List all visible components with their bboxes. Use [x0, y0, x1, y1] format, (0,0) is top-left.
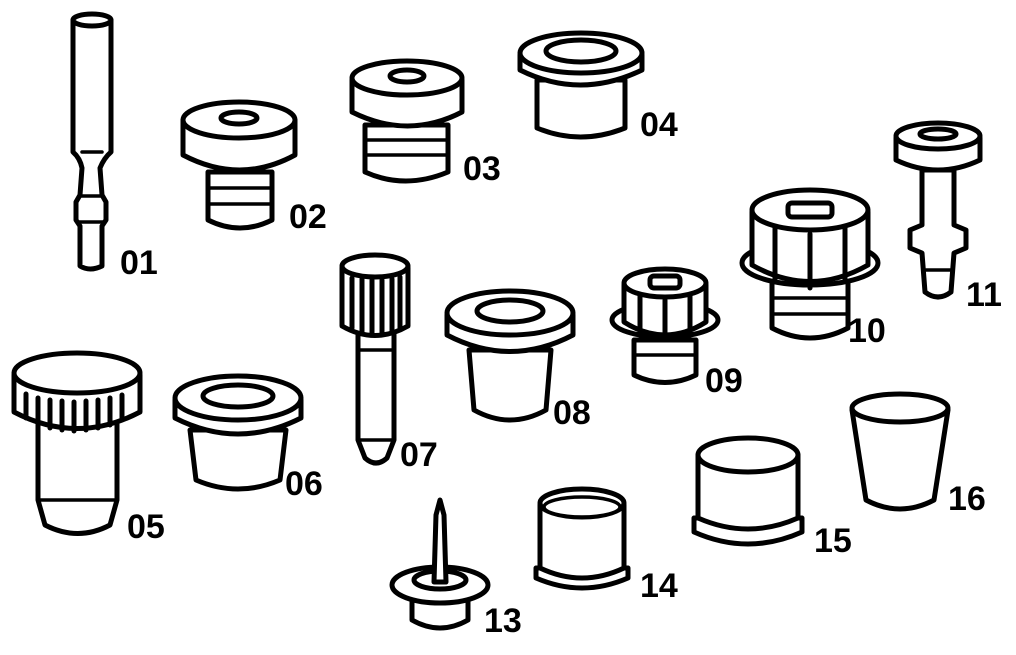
label-04: 04	[640, 106, 678, 144]
label-14: 14	[640, 567, 678, 605]
part-09-hex-adapter	[609, 266, 721, 385]
label-09: 09	[705, 362, 743, 400]
part-04-flanged-sleeve	[517, 30, 645, 140]
part-08-flanged-bushing	[444, 288, 576, 423]
part-05-knurled-cap	[11, 350, 143, 536]
part-03-threaded-plug	[349, 58, 465, 184]
part-07-knurled-pin	[339, 252, 411, 466]
part-10-hex-adapter	[739, 187, 881, 341]
part-13-needle-adapter	[389, 497, 491, 631]
part-15-cup	[691, 435, 805, 547]
label-03: 03	[463, 150, 501, 188]
part-06-flanged-bushing	[172, 373, 304, 492]
label-02: 02	[289, 198, 327, 236]
label-13: 13	[484, 602, 522, 640]
part-02-stepped-plug	[180, 99, 298, 231]
label-10: 10	[848, 312, 886, 350]
label-05: 05	[127, 508, 165, 546]
label-07: 07	[400, 436, 438, 474]
part-14-sleeve	[533, 486, 631, 591]
part-01-pin	[70, 11, 114, 272]
label-08: 08	[553, 394, 591, 432]
label-06: 06	[285, 465, 323, 503]
part-16-cone	[849, 391, 951, 512]
label-11: 11	[966, 276, 1002, 314]
label-16: 16	[948, 480, 986, 518]
label-15: 15	[814, 522, 852, 560]
label-01: 01	[120, 244, 158, 282]
part-11-stepped-pin	[893, 120, 983, 300]
